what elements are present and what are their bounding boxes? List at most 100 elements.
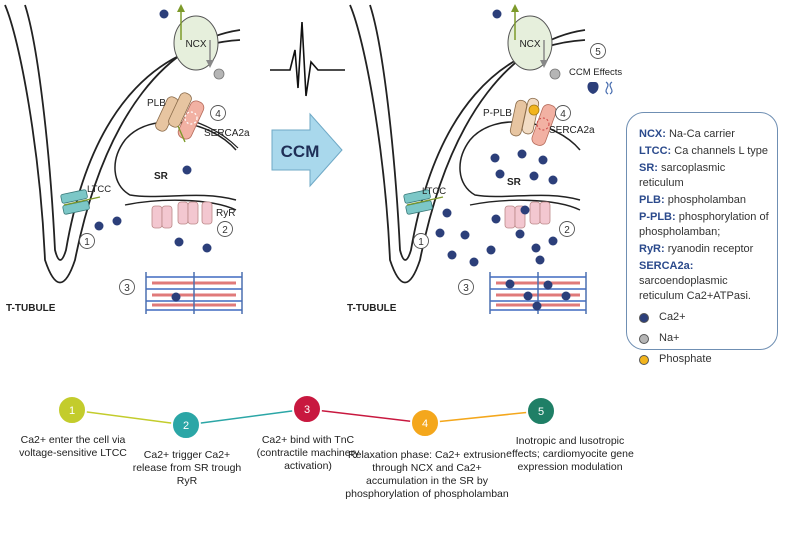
ltcc-subunit (403, 189, 431, 204)
phosphate-group (528, 104, 540, 116)
serca-ca-arrow (177, 125, 186, 143)
serca-label: SERCA2a (204, 128, 250, 139)
heart-icon (587, 82, 599, 94)
step-2-number: 2 (183, 420, 189, 432)
na-ion (549, 68, 561, 80)
legend-abbr: NCX: (639, 128, 666, 140)
ltcc-channel (403, 189, 444, 215)
step-4-number: 4 (422, 418, 428, 430)
plb-label: PLB (147, 98, 166, 109)
step-1-circle (57, 395, 87, 425)
step-1-text: Ca2+ enter the cell via voltage-sensitiv… (19, 434, 127, 459)
ca-ion (469, 257, 479, 267)
marker-4-label: 4 (215, 109, 221, 120)
ryr-label: RyR (216, 208, 235, 219)
legend-entry-plb: PLB: phospholamban (639, 193, 771, 208)
step-5-circle (526, 396, 556, 426)
ncx-ca-arrowhead (511, 4, 519, 12)
ccm-arrow (271, 112, 343, 188)
step-3-circle (292, 394, 322, 424)
ryr-channels (151, 201, 213, 229)
sr-junctional-membrane (124, 199, 237, 211)
ca-ion (548, 175, 558, 185)
ryr-channel (187, 201, 199, 225)
step-5-text: Inotropic and lusotropic effects; cardio… (506, 435, 634, 473)
ca-ion (529, 171, 539, 181)
na-ion-swatch (639, 333, 649, 344)
legend-text: phosphorylation of phospholamban; (639, 211, 769, 238)
ltcc-subunit (60, 189, 88, 204)
ryr-channel (161, 205, 173, 229)
phosphate-swatch (639, 354, 649, 365)
legend-abbr: RyR: (639, 243, 665, 255)
timeline-connector (424, 410, 542, 424)
ca-ion (171, 292, 181, 302)
marker-1-label: 1 (84, 237, 90, 248)
legend-text: Na-Ca carrier (665, 128, 735, 140)
legend-abbr: SERCA2a: (639, 260, 694, 272)
marker-3 (119, 279, 135, 295)
ncx-exchanger (173, 15, 219, 71)
legend-abbr: SR: (639, 162, 658, 174)
ccm-arrow-label: CCM (281, 142, 320, 161)
ca-ion (548, 236, 558, 246)
ca-ion (202, 243, 212, 253)
ca-ion (182, 165, 192, 175)
marker-3-label: 3 (124, 283, 130, 294)
ryr-channel (539, 201, 551, 225)
ca-ion (94, 221, 104, 231)
legend-text: sarcoplasmic reticulum (639, 162, 726, 189)
ltcc-ca-arrow (63, 196, 101, 206)
ryr-channel (504, 205, 516, 229)
marker-3 (458, 279, 474, 295)
t-tubule-membrane-inner (24, 4, 241, 261)
t-tubule-membrane-inner (369, 4, 586, 261)
sarcomere (145, 272, 243, 314)
sr-junctional-membrane (469, 199, 581, 211)
right-cell-panel: NCX 5 CCM Effects SR P-PLB SERCA2a 4 (347, 4, 622, 314)
legend-entry-sr: SR: sarcoplasmic reticulum (639, 161, 771, 191)
step-3-text: Ca2+ bind with TnC (contractile machiner… (256, 434, 360, 472)
legend-dot-label: Ca2+ (659, 311, 686, 323)
ca-ion (517, 149, 527, 159)
ryr-channel (529, 201, 541, 225)
marker-4-label: 4 (560, 109, 566, 120)
ccm-stimulus: CCM (270, 21, 345, 188)
ca-ion (174, 237, 184, 247)
ca-ion (538, 155, 548, 165)
legend-abbr: LTCC: (639, 145, 672, 157)
step-3-number: 3 (304, 404, 310, 416)
legend-abbr: PLB: (639, 194, 665, 206)
legend-entry-ncx: NCX: Na-Ca carrier (639, 127, 771, 142)
ca-ion (435, 228, 445, 238)
marker-4 (210, 105, 226, 121)
timeline-connector (71, 409, 187, 426)
sr-label: SR (507, 177, 522, 188)
ca-ion (447, 250, 457, 260)
marker-4 (555, 105, 571, 121)
ncx-exchanger (507, 15, 553, 71)
t-tubule-label: T-TUBULE (6, 303, 56, 314)
legend-abbr: P-PLB: (639, 211, 676, 223)
legend-text: sarcoendoplasmic reticulum Ca2+ATPasi. (639, 275, 751, 302)
step-2-text: Ca2+ trigger Ca2+ release from SR trough… (132, 449, 242, 487)
serca-pore (536, 117, 550, 131)
left-cell-panel: NCX SR PLB SERCA2a 4 RyR (4, 4, 250, 314)
step-2-circle (171, 410, 201, 440)
ca-ion (520, 205, 530, 215)
legend-text: Ca channels L type (671, 145, 769, 157)
step-4-circle (410, 408, 440, 438)
ca-ion (490, 153, 500, 163)
legend-text: phospholamban (664, 194, 747, 206)
sarcomere (489, 272, 587, 314)
legend-dot-label: Phosphate (659, 353, 712, 365)
timeline-connector (185, 408, 308, 426)
ccm-effects-label: CCM Effects (569, 67, 622, 78)
ca-ion (505, 279, 515, 289)
legend-ca-row: Ca2+ (639, 310, 771, 325)
legend-box: NCX: Na-Ca carrier LTCC: Ca channels L t… (626, 112, 778, 365)
ca-ion (515, 229, 525, 239)
ca-ion (523, 291, 533, 301)
